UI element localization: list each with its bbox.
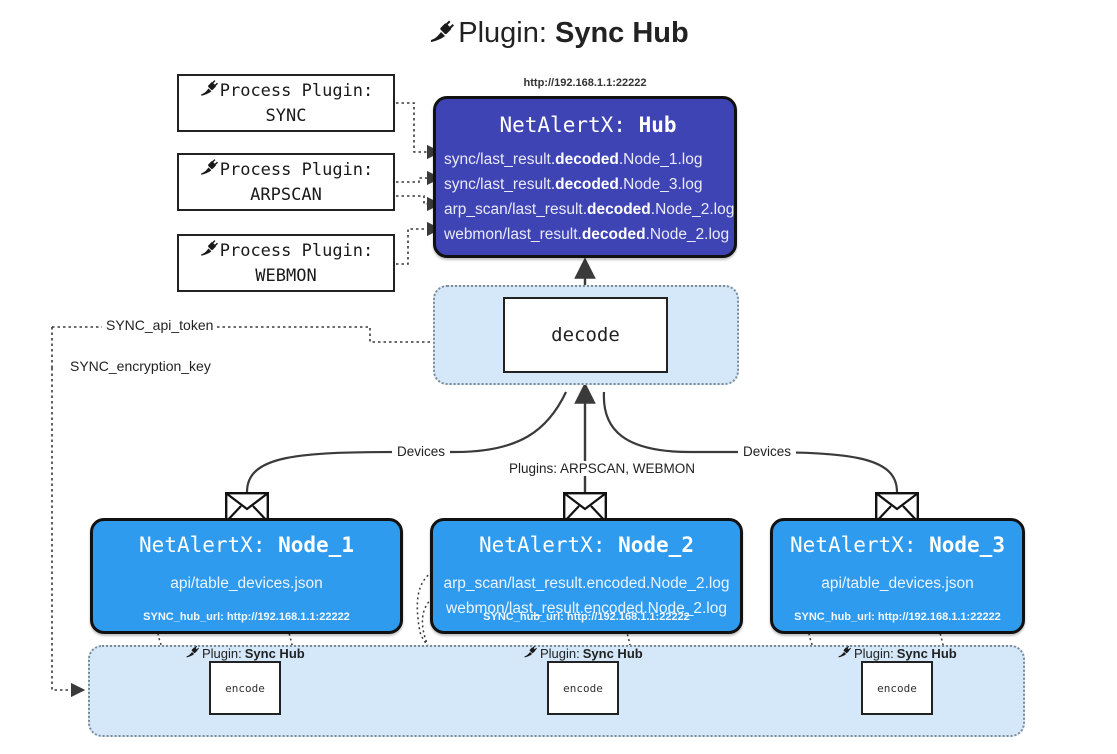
- encode-box-2[interactable]: encode: [547, 661, 619, 715]
- node-title-name: Node_3: [929, 533, 1005, 557]
- hub-log-mid: decoded: [555, 176, 619, 193]
- plug-icon: [837, 645, 851, 662]
- encode-plugin-prefix: Plugin:: [854, 646, 894, 661]
- hub-log-pre: sync/last_result.: [444, 151, 556, 168]
- node-hub-url: SYNC_hub_url: http://192.168.1.1:22222: [483, 611, 690, 623]
- page-title-name: Sync Hub: [554, 17, 689, 49]
- process-plugin-name: WEBMON: [255, 265, 317, 286]
- envelope-icon: [875, 492, 919, 524]
- hub-title-name: Hub: [638, 113, 677, 137]
- hub-title: NetAlertX: Hub: [436, 113, 740, 137]
- node-card-node-1[interactable]: NetAlertX: Node_1 api/table_devices.json…: [90, 518, 403, 634]
- envelope-icon: [563, 492, 607, 524]
- process-plugin-label: Process Plugin:: [219, 160, 374, 181]
- devices-label-left: Devices: [392, 444, 451, 459]
- node-card-node-2[interactable]: NetAlertX: Node_2 arp_scan/last_result.e…: [430, 518, 743, 634]
- hub-log-list: sync/last_result.decoded.Node_1.log sync…: [444, 147, 736, 247]
- process-plugin-name: SYNC: [265, 105, 307, 126]
- node-title: NetAlertX: Node_1: [93, 533, 400, 557]
- encode-plugin-label-3: Plugin: Sync Hub: [837, 645, 957, 662]
- page-title-prefix: Plugin:: [458, 17, 555, 49]
- hub-log-line: webmon/last_result.decoded.Node_2.log: [444, 222, 736, 247]
- decode-box[interactable]: decode: [503, 297, 668, 373]
- encode-box-1[interactable]: encode: [209, 661, 281, 715]
- process-plugin-box-sync[interactable]: Process Plugin: SYNC: [177, 74, 395, 132]
- node-title-prefix: NetAlertX:: [479, 533, 619, 557]
- sync-api-token-label: SYNC_api_token: [102, 317, 218, 333]
- hub-log-post: .Node_1.log: [618, 151, 703, 168]
- hub-log-pre: webmon/last_result.: [444, 226, 582, 243]
- encode-plugin-name: Sync Hub: [896, 646, 957, 661]
- hub-log-post: .Node_2.log: [650, 201, 735, 218]
- process-plugin-box-arpscan[interactable]: Process Plugin: ARPSCAN: [177, 153, 395, 211]
- hub-log-line: arp_scan/last_result.decoded.Node_2.log: [444, 197, 736, 222]
- plugins-label-center: Plugins: ARPSCAN, WEBMON: [504, 461, 701, 476]
- page-title: Plugin: Sync Hub: [0, 17, 1117, 53]
- node-row: webmon/last_result.encoded.Node_2.log: [446, 600, 727, 617]
- encode-plugin-name: Sync Hub: [244, 646, 305, 661]
- hub-log-post: .Node_2.log: [645, 226, 730, 243]
- node-title: NetAlertX: Node_3: [773, 533, 1022, 557]
- node-title: NetAlertX: Node_2: [433, 533, 740, 557]
- hub-log-line: sync/last_result.decoded.Node_3.log: [444, 172, 736, 197]
- sync-encryption-key-label: SYNC_encryption_key: [66, 358, 215, 374]
- process-plugin-box-webmon[interactable]: Process Plugin: WEBMON: [177, 234, 395, 292]
- hub-node[interactable]: NetAlertX: Hub sync/last_result.decoded.…: [433, 96, 737, 258]
- node-hub-url: SYNC_hub_url: http://192.168.1.1:22222: [143, 611, 350, 623]
- node-row-list: arp_scan/last_result.encoded.Node_2.log …: [433, 571, 740, 621]
- plug-icon: [523, 645, 537, 662]
- node-row: arp_scan/last_result.encoded.Node_2.log: [443, 575, 730, 592]
- hub-log-mid: decoded: [555, 151, 619, 168]
- node-row: api/table_devices.json: [821, 575, 974, 592]
- node-row-list: api/table_devices.json: [773, 571, 1022, 596]
- hub-log-mid: decoded: [587, 201, 651, 218]
- node-row: api/table_devices.json: [170, 575, 323, 592]
- encode-plugin-prefix: Plugin:: [202, 646, 242, 661]
- encode-plugin-label-1: Plugin: Sync Hub: [185, 645, 305, 662]
- plug-icon: [428, 19, 455, 53]
- hub-log-pre: arp_scan/last_result.: [444, 201, 588, 218]
- process-plugin-label: Process Plugin:: [219, 241, 374, 262]
- node-row-list: api/table_devices.json: [93, 571, 400, 596]
- node-title-prefix: NetAlertX:: [139, 533, 279, 557]
- encode-box-3[interactable]: encode: [861, 661, 933, 715]
- node-title-name: Node_1: [278, 533, 354, 557]
- plug-icon: [199, 239, 218, 265]
- devices-label-right: Devices: [738, 444, 797, 459]
- node-card-node-3[interactable]: NetAlertX: Node_3 api/table_devices.json…: [770, 518, 1025, 634]
- node-title-name: Node_2: [618, 533, 694, 557]
- hub-log-line: sync/last_result.decoded.Node_1.log: [444, 147, 736, 172]
- hub-url-label: http://192.168.1.1:22222: [523, 77, 647, 89]
- hub-log-mid: decoded: [581, 226, 646, 243]
- process-plugin-name: ARPSCAN: [250, 184, 322, 205]
- process-plugin-label: Process Plugin:: [219, 81, 374, 102]
- hub-log-pre: sync/last_result.: [444, 176, 556, 193]
- encode-plugin-prefix: Plugin:: [540, 646, 580, 661]
- encode-plugin-name: Sync Hub: [582, 646, 643, 661]
- node-hub-url: SYNC_hub_url: http://192.168.1.1:22222: [794, 611, 1001, 623]
- encode-plugin-label-2: Plugin: Sync Hub: [523, 645, 643, 662]
- plug-icon: [199, 79, 218, 105]
- plug-icon: [185, 645, 199, 662]
- node-title-prefix: NetAlertX:: [790, 533, 930, 557]
- hub-log-post: .Node_3.log: [618, 176, 703, 193]
- plug-icon: [199, 158, 218, 184]
- hub-title-prefix: NetAlertX:: [499, 113, 639, 137]
